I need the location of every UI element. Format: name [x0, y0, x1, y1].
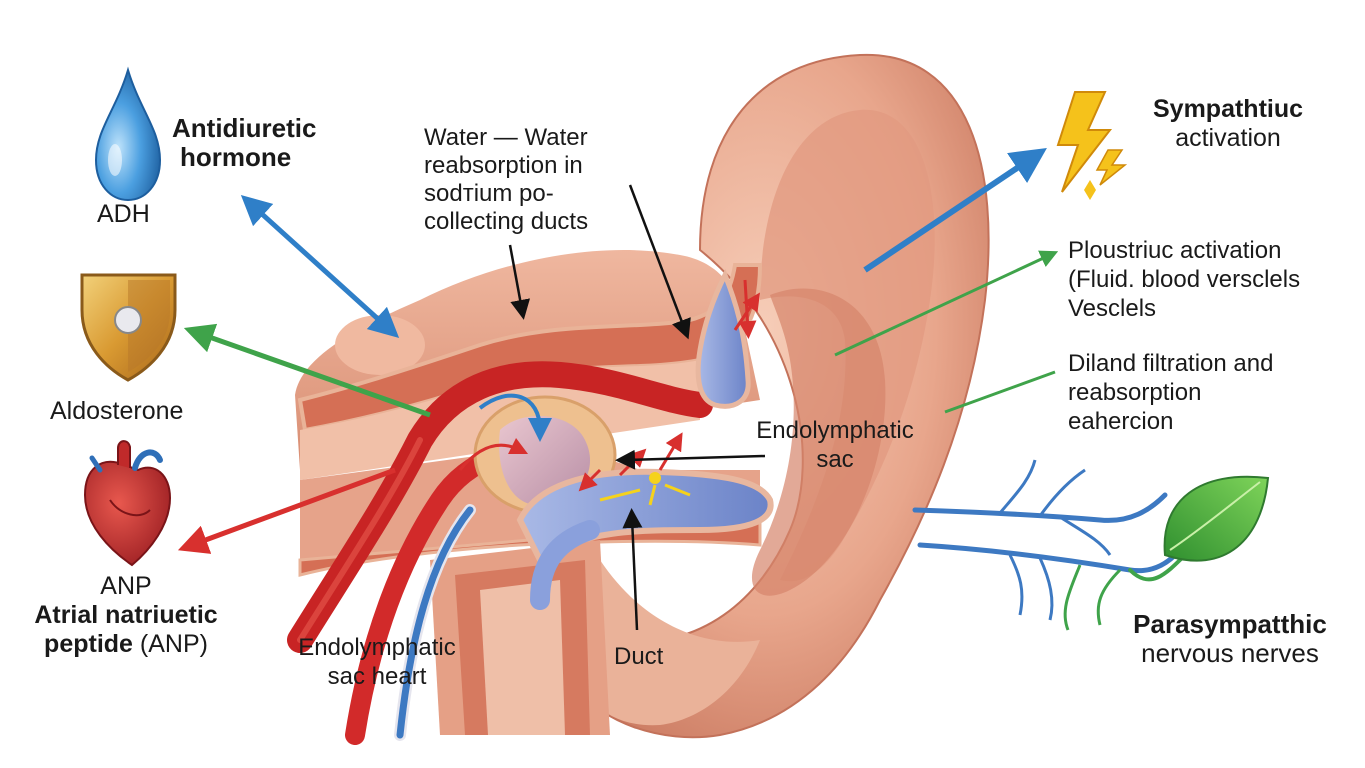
aldosterone-label: Aldosterone: [50, 397, 184, 425]
endolymphatic-sac-label: Endolymphatic sac: [756, 417, 914, 473]
flow-arrows: [458, 279, 760, 506]
parasympathetic-label: Parasympatthic nervous nerves: [1133, 609, 1327, 668]
pointer-arrows: [508, 184, 766, 631]
ear-pinna: [575, 53, 990, 739]
ploustriuc-arrow: [834, 250, 1059, 357]
sympathetic-arrow: [863, 147, 1047, 273]
endolymphatic-heart-label: Endolymphatic sac heart: [298, 634, 456, 690]
endolymphatic-duct: [516, 268, 774, 610]
water-drop-icon: [94, 66, 162, 202]
adh-title: Antidiuretic hormone: [172, 113, 317, 172]
leaf-icon: [1163, 475, 1270, 562]
duct-label: Duct: [614, 643, 664, 670]
sympathetic-label: Sympathtiuc activation: [1152, 95, 1304, 152]
diland-label: Diland filtration and reabsorption eaher…: [1068, 350, 1274, 435]
water-reabsorption-label: Water — Water reabsorption in sodтium po…: [424, 124, 589, 235]
ploustriuc-label: Ploustriuc activation (Fluid. blood vers…: [1068, 237, 1301, 322]
nerve-branches-icon: [912, 459, 1187, 631]
lightning-icon: [1056, 91, 1128, 200]
shield-icon: [80, 273, 177, 382]
diland-line: [944, 370, 1056, 414]
adh-arrow: [240, 194, 400, 339]
anp-arrow: [177, 467, 396, 554]
aldosterone-arrow: [183, 323, 431, 418]
adh-abbr: ADH: [97, 200, 150, 228]
anp-label: ANP Atrial natriuetic peptide (ANP): [34, 572, 218, 658]
heart-icon: [83, 440, 172, 567]
regulation-arrows: [177, 147, 1059, 554]
blood-vessels: [287, 361, 713, 745]
